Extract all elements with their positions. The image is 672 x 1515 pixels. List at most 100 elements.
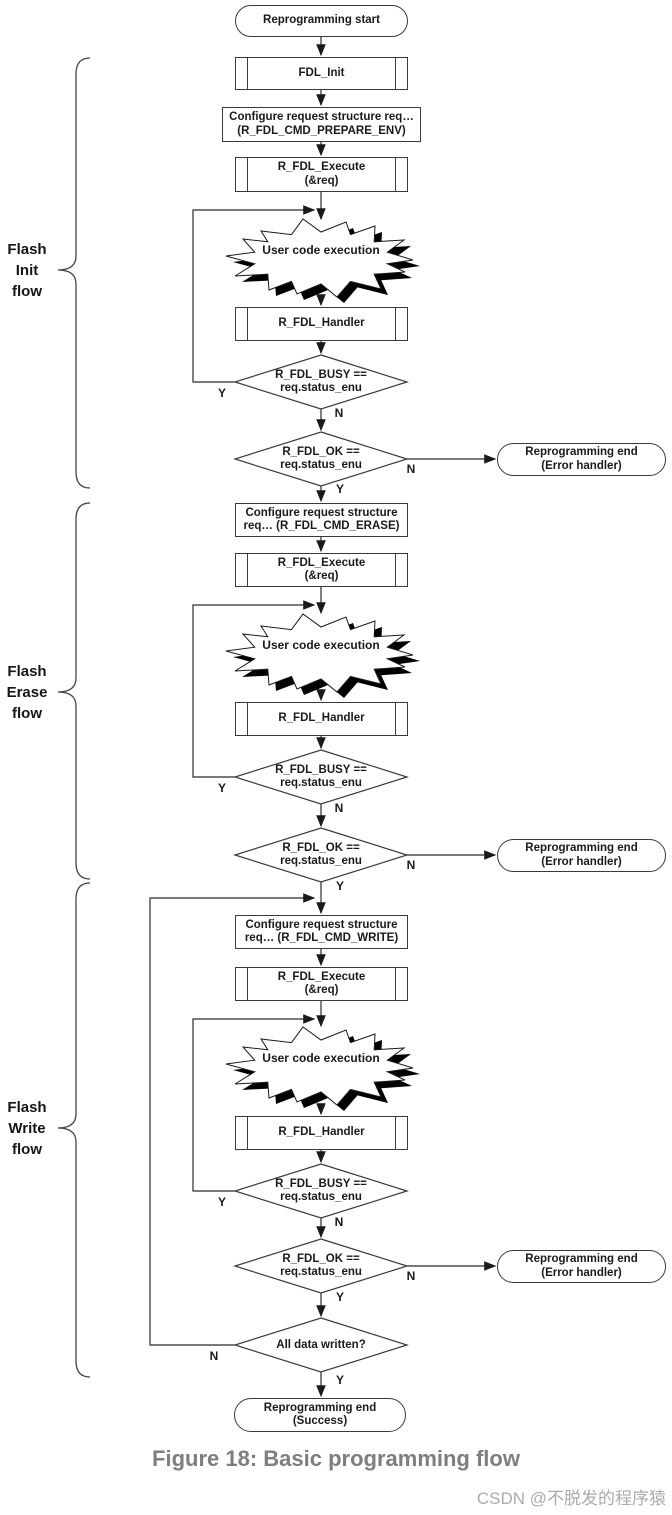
user-code-burst-3 [225, 1026, 420, 1111]
loop-busy1-yes [192, 205, 316, 383]
ok3-diamond [232, 1238, 410, 1294]
user-code-line2: execution [323, 1051, 380, 1065]
handler-process-1: R_FDL_Handler [235, 307, 408, 341]
ok-line1: R_FDL_OK == [282, 446, 360, 458]
execute-process-1: R_FDL_Execute (&req) [235, 157, 408, 192]
brace-flash-init [57, 57, 91, 489]
configure-write-line2: req… (R_FDL_CMD_WRITE) [244, 932, 399, 944]
user-code-line1: User code [262, 1051, 321, 1065]
error-end-label-line2: (Error handler) [541, 459, 622, 472]
ok-line2: req.status_enu [280, 459, 362, 471]
error-end-terminator-3: Reprogramming end (Error handler) [497, 1250, 666, 1283]
ok3-yes-label: Y [335, 1290, 344, 1304]
user-code-line1: User code [262, 638, 321, 652]
configure-erase-box: Configure request structure req… (R_FDL_… [235, 503, 408, 537]
section-erase-line3: flow [12, 705, 42, 722]
user-code-label-2: User code execution [261, 638, 381, 652]
brace-flash-write [57, 882, 91, 1378]
section-braces [57, 57, 91, 1378]
handler-process-3: R_FDL_Handler [235, 1116, 408, 1150]
error-end-label-line1: Reprogramming end [525, 1253, 638, 1265]
busy2-diamond [232, 749, 410, 805]
section-write-line3: flow [12, 1141, 42, 1158]
error-end-label-line1: Reprogramming end [525, 446, 638, 458]
allwritten-line: All data written? [276, 1339, 366, 1351]
busy-line1: R_FDL_BUSY == [275, 369, 367, 381]
configure-prepare-line2: (R_FDL_CMD_PREPARE_ENV) [237, 124, 406, 137]
user-code-label-3: User code execution [261, 1051, 381, 1065]
success-label-line2: (Success) [292, 1415, 348, 1427]
handler-label: R_FDL_Handler [278, 317, 365, 330]
section-label-flash-init: Flash Init flow [0, 239, 54, 302]
configure-write-line1: Configure request structure [245, 918, 398, 931]
busy-line2: req.status_enu [280, 1191, 362, 1203]
busy1-yes-label: Y [217, 386, 226, 400]
configure-prepare-line1: Configure request structure req… [229, 111, 414, 123]
error-end-label-line2: (Error handler) [541, 1266, 622, 1279]
busy-line2: req.status_enu [280, 777, 362, 789]
ok2-label: R_FDL_OK == req.status_enu [241, 842, 401, 868]
ok2-no-label: N [406, 858, 416, 872]
error-end-label-line1: Reprogramming end [525, 842, 638, 854]
decision-diamonds [232, 354, 410, 1373]
connectors [149, 37, 497, 1398]
loop-allwritten-no [149, 893, 316, 1346]
busy3-yes-label: Y [217, 1195, 226, 1209]
user-code-burst-2 [225, 613, 420, 698]
csdn-watermark: CSDN @不脱发的程序猿 [476, 1489, 666, 1508]
busy3-no-label: N [334, 1215, 344, 1229]
allwritten-label: All data written? [241, 1339, 401, 1352]
handler-label: R_FDL_Handler [278, 712, 365, 725]
ok2-diamond [232, 827, 410, 883]
busy-line2: req.status_enu [280, 382, 362, 394]
execute-process-3: R_FDL_Execute (&req) [235, 967, 408, 1001]
section-init-line1: Flash [7, 241, 47, 258]
section-write-line1: Flash [7, 1099, 47, 1116]
section-erase-line1: Flash [7, 663, 47, 680]
execute-label-line2: (&req) [304, 570, 339, 582]
busy1-diamond [232, 354, 410, 410]
allwritten-yes-label: Y [335, 1373, 344, 1387]
ok1-no-label: N [406, 462, 416, 476]
ok1-label: R_FDL_OK == req.status_enu [241, 446, 401, 472]
execute-label-line1: R_FDL_Execute [277, 556, 366, 569]
busy2-label: R_FDL_BUSY == req.status_enu [241, 764, 401, 790]
section-write-line2: Write [8, 1120, 46, 1137]
busy-line1: R_FDL_BUSY == [275, 764, 367, 776]
handler-label: R_FDL_Handler [278, 1126, 365, 1139]
ok3-label: R_FDL_OK == req.status_enu [241, 1253, 401, 1279]
execute-process-2: R_FDL_Execute (&req) [235, 553, 408, 587]
execute-label-line2: (&req) [304, 174, 339, 187]
loop-busy3-yes [192, 1014, 316, 1192]
start-terminator: Reprogramming start [235, 5, 408, 37]
section-erase-line2: Erase [6, 684, 48, 701]
allwritten-no-label: N [209, 1349, 219, 1363]
configure-write-box: Configure request structure req… (R_FDL_… [235, 915, 408, 949]
figure-caption: Figure 18: Basic programming flow [152, 1446, 520, 1471]
busy3-diamond [232, 1163, 410, 1219]
fdl-init-process: FDL_Init [235, 57, 408, 90]
configure-erase-line2: req… (R_FDL_CMD_ERASE) [243, 520, 400, 532]
ok-line1: R_FDL_OK == [282, 1253, 360, 1265]
success-terminator: Reprogramming end (Success) [234, 1398, 406, 1432]
execute-label-line1: R_FDL_Execute [277, 161, 366, 173]
brace-flash-erase [57, 502, 91, 880]
ok-line2: req.status_enu [280, 1266, 362, 1278]
allwritten-diamond [232, 1317, 410, 1373]
error-end-terminator-1: Reprogramming end (Error handler) [497, 443, 666, 476]
fdl-init-label: FDL_Init [298, 66, 345, 79]
ok1-yes-label: Y [335, 482, 344, 496]
section-label-flash-erase: Flash Erase flow [0, 661, 54, 724]
configure-erase-line1: Configure request structure [245, 506, 398, 519]
configure-prepare-box: Configure request structure req… (R_FDL_… [222, 107, 421, 142]
user-code-line2: execution [323, 243, 380, 257]
busy1-no-label: N [334, 406, 344, 420]
ok2-yes-label: Y [335, 879, 344, 893]
ok1-diamond [232, 431, 410, 487]
user-code-label-1: User code execution [261, 243, 381, 257]
loop-busy2-yes [192, 600, 316, 778]
section-label-flash-write: Flash Write flow [0, 1097, 54, 1160]
handler-process-2: R_FDL_Handler [235, 702, 408, 736]
